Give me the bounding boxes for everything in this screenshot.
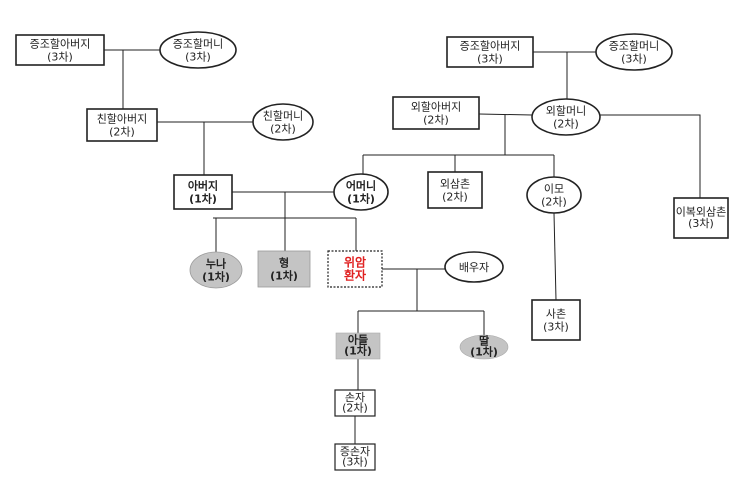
male-node-shape (257, 250, 311, 288)
male-node-shape (334, 443, 376, 471)
male-node-shape (86, 108, 158, 142)
node-degree-label: (2차) (109, 125, 135, 138)
node-paternal-great-grandmother: 증조할머니(3차) (159, 31, 237, 69)
node-older-sister: 누나(1차) (189, 251, 243, 289)
node-maternal-grandfather: 외할아버지(2차) (392, 96, 480, 130)
female-node-shape (531, 98, 601, 136)
male-node-shape (531, 299, 581, 341)
node-name-label: 배우자 (459, 261, 489, 274)
node-paternal-grandmother: 친할머니(2차) (252, 103, 314, 141)
node-son: 아들(1차) (335, 332, 381, 360)
male-node-shape (335, 332, 381, 360)
node-degree-label: (1차) (189, 191, 217, 205)
node-paternal-great-grandfather: 증조할아버지(3차) (15, 34, 105, 66)
node-maternal-uncle: 외삼촌(2차) (427, 171, 483, 209)
male-node-shape (327, 250, 383, 288)
node-name-label: 누나 (206, 256, 226, 270)
node-great-grandson: 증손자(3차) (334, 443, 376, 471)
node-paternal-grandfather: 친할아버지(2차) (86, 108, 158, 142)
male-node-shape (392, 96, 480, 130)
node-name-label: 이모 (544, 182, 564, 195)
node-name-label: 형 (279, 255, 289, 269)
connector-line (553, 212, 557, 301)
male-node-shape (446, 36, 534, 68)
node-degree-label: (2차) (541, 195, 567, 208)
male-node-shape (173, 174, 233, 210)
node-maternal-great-grandmother: 증조할머니(3차) (595, 33, 673, 71)
female-node-shape (595, 33, 673, 71)
node-spouse: 배우자 (444, 251, 504, 283)
node-name-label: 어머니 (346, 178, 376, 192)
male-node-shape (673, 197, 729, 239)
node-name-label: 증조할아버지 (460, 39, 521, 52)
node-older-brother: 형(1차) (257, 250, 311, 288)
node-degree-label: (1차) (344, 344, 372, 358)
node-name-label: 딸 (479, 334, 489, 348)
node-degree-label: (3차) (342, 455, 368, 468)
node-degree-label: (3차) (47, 50, 73, 63)
node-name-label: 친할아버지 (97, 112, 148, 125)
node-degree-label: (1차) (347, 191, 375, 205)
pedigree-nodes: 증조할아버지(3차)증조할머니(3차)증조할아버지(3차)증조할머니(3차)친할… (15, 31, 729, 471)
female-node-shape (333, 173, 389, 211)
node-maternal-great-grandfather: 증조할아버지(3차) (446, 36, 534, 68)
node-cousin: 사촌(3차) (531, 299, 581, 341)
node-name-label: 증손자 (340, 445, 370, 458)
node-degree-label: (3차) (477, 52, 503, 65)
male-node-shape (427, 171, 483, 209)
node-name-label: 증조할머니 (173, 37, 224, 50)
node-degree-label: (1차) (470, 345, 498, 359)
male-node-shape (15, 34, 105, 66)
female-node-shape (189, 251, 243, 289)
node-name-label: 사촌 (546, 307, 566, 320)
node-degree-label: (1차) (270, 268, 298, 282)
female-node-shape (526, 176, 582, 214)
node-maternal-half-uncle: 이복외삼촌(3차) (673, 197, 729, 239)
node-mother: 어머니(1차) (333, 173, 389, 211)
node-name-label: 외할아버지 (411, 100, 462, 113)
node-degree-label: (2차) (270, 122, 296, 135)
node-name-label: 아들 (348, 333, 368, 347)
node-name-label: 위암 (344, 255, 366, 269)
node-name-label: 친할머니 (263, 109, 303, 122)
node-name-label: 증조할머니 (609, 39, 660, 52)
node-name-label: 아버지 (188, 178, 218, 192)
female-node-shape (444, 251, 504, 283)
node-degree-label: (3차) (543, 320, 569, 333)
node-father: 아버지(1차) (173, 174, 233, 210)
node-name-label: 손자 (345, 391, 365, 404)
node-degree-label: (3차) (621, 52, 647, 65)
node-degree-label: 환자 (344, 267, 366, 282)
node-name-label: 외할머니 (546, 104, 586, 117)
node-degree-label: (3차) (688, 217, 714, 230)
male-node-shape (334, 389, 376, 417)
connector-lines (104, 49, 701, 444)
node-degree-label: (3차) (185, 50, 211, 63)
node-degree-label: (2차) (553, 117, 579, 130)
node-maternal-aunt: 이모(2차) (526, 176, 582, 214)
node-grandson: 손자(2차) (334, 389, 376, 417)
female-node-shape (159, 31, 237, 69)
node-name-label: 이복외삼촌 (676, 206, 727, 219)
female-node-shape (459, 334, 509, 360)
node-degree-label: (2차) (423, 113, 449, 126)
node-degree-label: (2차) (442, 190, 468, 203)
node-daughter: 딸(1차) (459, 334, 509, 360)
node-degree-label: (1차) (202, 269, 230, 283)
node-name-label: 증조할아버지 (30, 37, 91, 50)
node-maternal-grandmother: 외할머니(2차) (531, 98, 601, 136)
node-name-label: 외삼촌 (440, 177, 470, 190)
node-degree-label: (2차) (342, 401, 368, 414)
female-node-shape (252, 103, 314, 141)
